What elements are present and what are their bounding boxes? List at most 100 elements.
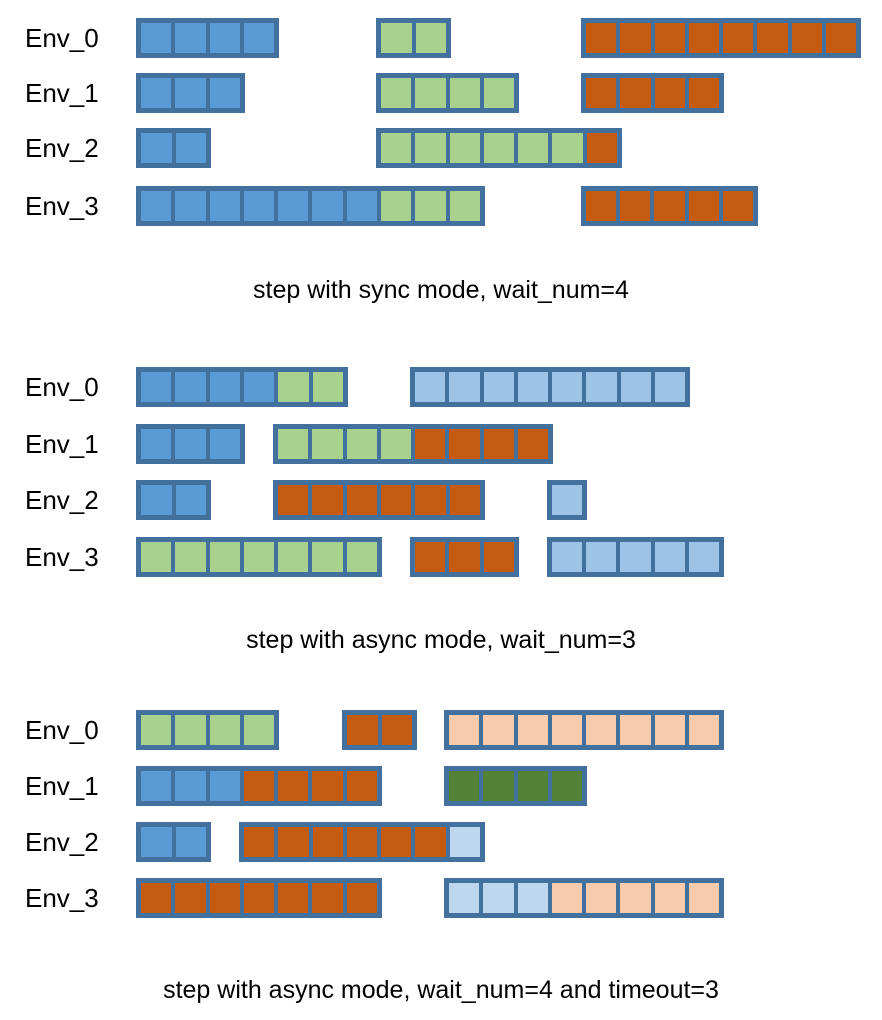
peach-cell: [449, 715, 480, 745]
green-cell: [312, 372, 343, 402]
lightblue-cell: [688, 542, 720, 572]
timeline-bar: [444, 710, 724, 750]
green-cell: [449, 78, 480, 108]
orange-cell: [243, 883, 275, 913]
darkgreen-cell: [483, 771, 514, 801]
blue-cell: [175, 133, 206, 163]
orange-cell: [722, 191, 754, 221]
orange-cell: [381, 715, 412, 745]
orange-cell: [586, 191, 617, 221]
timeline-bar: [444, 878, 724, 918]
timeline-bar: [342, 710, 417, 750]
env-label: Env_2: [25, 826, 99, 857]
orange-cell: [380, 485, 412, 515]
orange-cell: [654, 78, 685, 108]
green-cell: [278, 542, 309, 572]
timeline-bar: [136, 18, 279, 58]
blue-cell: [141, 429, 172, 459]
timeline-bar: [444, 766, 587, 806]
peach-cell: [620, 715, 651, 745]
green-cell: [518, 133, 549, 163]
env-label: Env_2: [25, 132, 99, 163]
peach-cell: [586, 715, 617, 745]
env-label: Env_1: [25, 770, 99, 801]
green-cell: [141, 715, 172, 745]
lightblue-cell: [552, 542, 583, 572]
timeline-bar: [581, 73, 724, 113]
blue-cell: [175, 485, 206, 515]
timeline-bar: [273, 424, 553, 464]
timeline-bar: [136, 878, 382, 918]
orange-cell: [586, 23, 617, 53]
timeline-bar: [376, 18, 451, 58]
blue-cell: [346, 191, 378, 221]
paleblue-cell: [449, 827, 480, 857]
lightblue-cell: [483, 372, 514, 402]
green-cell: [415, 78, 446, 108]
orange-cell: [346, 771, 377, 801]
blue-cell: [243, 372, 275, 402]
green-cell: [381, 191, 412, 221]
timeline-bar: [410, 537, 519, 577]
panel-caption: step with async mode, wait_num=3: [246, 626, 636, 654]
orange-cell: [346, 827, 378, 857]
orange-cell: [757, 23, 788, 53]
orange-cell: [620, 78, 651, 108]
timeline-bar: [136, 128, 211, 168]
orange-cell: [243, 771, 275, 801]
blue-cell: [209, 191, 240, 221]
timeline-bar: [239, 822, 485, 862]
timeline-bar: [136, 480, 211, 520]
orange-cell: [620, 191, 651, 221]
panel-caption: step with sync mode, wait_num=4: [253, 276, 629, 304]
orange-cell: [278, 883, 309, 913]
peach-cell: [654, 715, 685, 745]
green-cell: [175, 715, 206, 745]
timeline-bar: [581, 18, 861, 58]
orange-cell: [278, 827, 309, 857]
green-cell: [278, 372, 309, 402]
timeline-bar: [136, 424, 245, 464]
timeline-bar: [410, 367, 690, 407]
peach-cell: [620, 883, 651, 913]
peach-cell: [688, 883, 719, 913]
paleblue-cell: [449, 883, 480, 913]
orange-cell: [449, 542, 480, 572]
orange-cell: [723, 23, 754, 53]
green-cell: [483, 133, 515, 163]
orange-cell: [244, 827, 275, 857]
green-cell: [381, 133, 412, 163]
green-cell: [312, 429, 343, 459]
orange-cell: [346, 485, 377, 515]
peach-cell: [654, 883, 685, 913]
env-label: Env_0: [25, 22, 99, 53]
green-cell: [278, 429, 309, 459]
green-cell: [346, 542, 377, 572]
orange-cell: [654, 191, 685, 221]
blue-cell: [175, 771, 206, 801]
orange-cell: [688, 23, 719, 53]
env-label: Env_3: [25, 882, 99, 913]
orange-cell: [654, 23, 685, 53]
lightblue-cell: [415, 372, 446, 402]
peach-cell: [586, 883, 617, 913]
peach-cell: [551, 883, 582, 913]
timeline-bar: [376, 73, 519, 113]
timeline-bar: [136, 710, 279, 750]
timeline-bar: [136, 186, 485, 226]
orange-cell: [483, 542, 514, 572]
orange-cell: [312, 485, 343, 515]
timeline-bar: [136, 367, 348, 407]
green-cell: [449, 191, 480, 221]
blue-cell: [141, 133, 172, 163]
orange-cell: [688, 191, 719, 221]
blue-cell: [312, 191, 343, 221]
orange-cell: [586, 78, 617, 108]
orange-cell: [346, 883, 377, 913]
orange-cell: [517, 429, 548, 459]
blue-cell: [141, 191, 172, 221]
lightblue-cell: [654, 372, 685, 402]
peach-cell: [483, 715, 514, 745]
orange-cell: [209, 883, 240, 913]
timeline-bar: [547, 480, 587, 520]
